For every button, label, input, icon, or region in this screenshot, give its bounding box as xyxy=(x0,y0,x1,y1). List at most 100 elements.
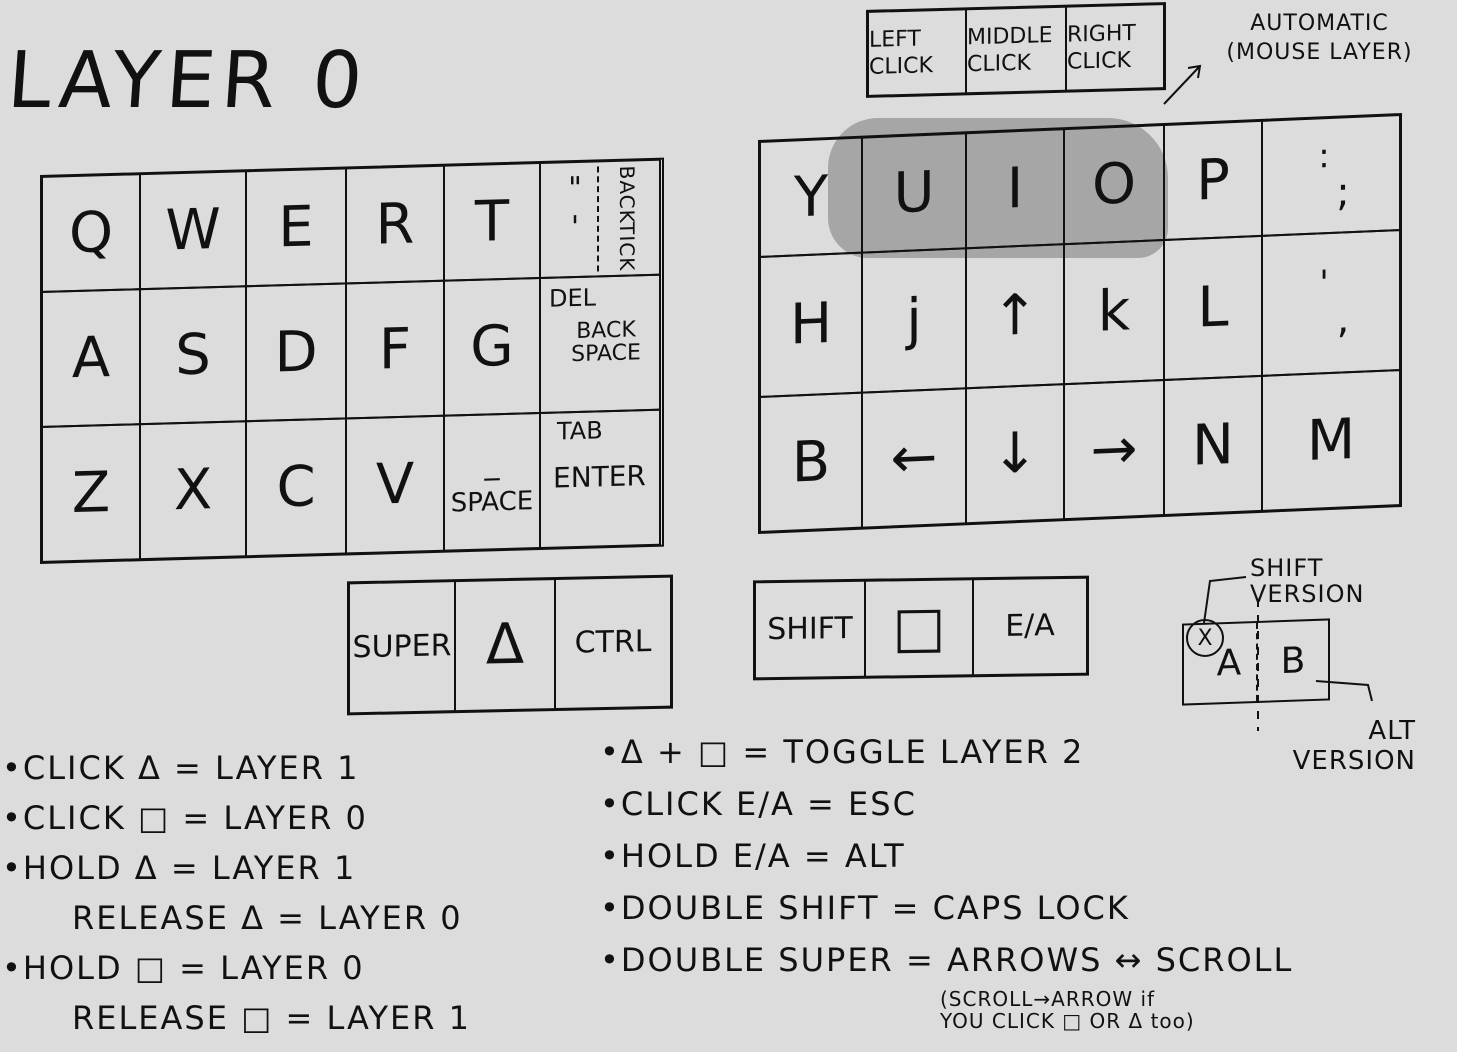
note-line: •CLICK Δ = LAYER 1 xyxy=(2,749,360,787)
key-a: A xyxy=(41,288,141,428)
key-square: □ xyxy=(864,578,974,678)
key-super: SUPER xyxy=(348,580,456,715)
triangle-icon: Δ xyxy=(485,611,525,678)
key-label: P xyxy=(1196,146,1230,214)
page-title: LAYER 0 xyxy=(4,36,372,126)
left-thumb-cluster: SUPER Δ CTRL xyxy=(347,574,673,716)
key-label: R xyxy=(375,191,415,258)
up-arrow-icon: ↑ xyxy=(991,282,1039,350)
key-label: E xyxy=(278,193,314,260)
key-label: O xyxy=(1091,150,1137,218)
note-line: •CLICK □ = LAYER 0 xyxy=(2,799,368,837)
backtick-label: BACKTICK xyxy=(615,164,639,272)
arrow-icon xyxy=(1163,64,1202,105)
alt-version-label: ALT VERSION xyxy=(1292,716,1416,776)
key-label: Y xyxy=(793,163,829,230)
right-click-key: RIGHT CLICK xyxy=(1065,3,1165,92)
key-label: Z xyxy=(71,459,111,526)
key-label: S xyxy=(175,321,211,388)
key-label: L xyxy=(1197,274,1229,341)
key-tab-enter: TAB ENTER xyxy=(539,408,661,550)
key-label: M xyxy=(1306,406,1356,474)
key-l: L xyxy=(1163,234,1263,382)
key-right-arrow: → xyxy=(1063,378,1165,521)
key-label: k xyxy=(1097,278,1131,345)
note-line: RELEASE □ = LAYER 1 xyxy=(72,999,471,1037)
note-line: •HOLD E/A = ALT xyxy=(600,837,906,875)
key-label: W xyxy=(165,196,221,263)
key-v: V xyxy=(345,414,445,555)
key-label: E/A xyxy=(1005,608,1055,644)
right-arrow-icon: → xyxy=(1090,415,1138,483)
key-left-arrow: ← xyxy=(861,387,967,529)
key-quote-backtick: " ' BACKTICK xyxy=(539,158,661,280)
key-label: G xyxy=(470,313,514,380)
key-esc-alt: E/A xyxy=(972,576,1088,677)
mouse-buttons: LEFT CLICK MIDDLE CLICK RIGHT CLICK xyxy=(866,2,1166,98)
note-line: •Δ + □ = TOGGLE LAYER 2 xyxy=(600,733,1085,771)
square-icon: □ xyxy=(892,594,946,661)
key-label: j xyxy=(906,287,922,353)
scroll-note: (SCROLL→ARROW if YOU CLICK □ OR Δ too) xyxy=(940,988,1195,1032)
key-m: M xyxy=(1261,369,1401,512)
legend-right-label: B xyxy=(1280,639,1306,682)
note-line: •DOUBLE SHIFT = CAPS LOCK xyxy=(600,889,1130,927)
key-p: P xyxy=(1163,119,1263,242)
colon-label: : xyxy=(1318,135,1330,177)
key-u: U xyxy=(861,132,967,254)
key-z: Z xyxy=(41,423,141,563)
key-label: T xyxy=(474,188,510,255)
mouse-layer-label: AUTOMATIC (MOUSE LAYER) xyxy=(1226,11,1413,65)
legend-connector-lines xyxy=(1203,576,1373,731)
scroll-note-line: (SCROLL→ARROW if xyxy=(940,987,1156,1011)
mouse-layer-highlight xyxy=(828,118,1168,258)
key-underscore-space: _ SPACE xyxy=(443,412,541,552)
enter-label: ENTER xyxy=(553,459,646,495)
key-w: W xyxy=(139,170,247,291)
key-label: RIGHT CLICK xyxy=(1067,20,1136,75)
key-label: N xyxy=(1192,411,1234,479)
shift-version-label: SHIFT VERSION xyxy=(1250,554,1365,609)
key-c: C xyxy=(245,417,347,558)
key-label: MIDDLE CLICK xyxy=(967,22,1053,78)
left-key-grid: Q W E R T " ' BACKTICK A S D F G DEL BAC… xyxy=(40,157,664,564)
key-y: Y xyxy=(759,136,863,258)
key-down-arrow: ↓ xyxy=(965,383,1065,525)
key-del-backspace: DEL BACK SPACE xyxy=(539,273,661,415)
key-h: H xyxy=(759,251,863,398)
middle-click-key: MIDDLE CLICK xyxy=(965,5,1067,95)
key-ctrl: CTRL xyxy=(554,575,672,711)
legend: SHIFT VERSION A B X ALT VERSION xyxy=(1180,555,1440,795)
key-b: B xyxy=(759,391,863,533)
space-label: SPACE xyxy=(450,486,534,519)
key-k: k xyxy=(1063,238,1165,386)
key-label: V xyxy=(375,451,415,518)
backspace-label: BACK SPACE xyxy=(571,317,641,368)
note-line: •CLICK E/A = ESC xyxy=(600,785,917,823)
note-line: RELEASE Δ = LAYER 0 xyxy=(72,899,463,937)
key-f: F xyxy=(345,279,445,420)
key-label: Q xyxy=(68,199,114,266)
key-label: A xyxy=(71,324,111,391)
note-line: •DOUBLE SUPER = ARROWS ↔ SCROLL xyxy=(600,941,1294,979)
left-click-key: LEFT CLICK xyxy=(867,8,967,97)
key-label: X xyxy=(173,456,213,523)
notes-right: •Δ + □ = TOGGLE LAYER 2 •CLICK E/A = ESC… xyxy=(600,736,1293,996)
key-shift: SHIFT xyxy=(754,579,866,680)
key-e: E xyxy=(245,167,347,288)
key-r: R xyxy=(345,164,445,285)
double-quote-label: " xyxy=(568,170,582,207)
key-q: Q xyxy=(41,173,141,293)
note-line: •HOLD □ = LAYER 0 xyxy=(2,949,365,987)
key-label: D xyxy=(274,318,318,385)
semicolon-label: ; xyxy=(1336,168,1350,216)
key-label: LEFT CLICK xyxy=(869,25,933,80)
key-o: O xyxy=(1063,123,1165,246)
key-t: T xyxy=(443,162,541,282)
key-x: X xyxy=(139,420,247,561)
scroll-note-line: YOU CLICK □ OR Δ too) xyxy=(940,1009,1195,1033)
notes-left: •CLICK Δ = LAYER 1 •CLICK □ = LAYER 0 •H… xyxy=(2,752,471,1052)
legend-right-cell: B xyxy=(1256,620,1328,701)
comma-label: , xyxy=(1336,296,1350,343)
key-up-arrow: ↑ xyxy=(965,243,1065,390)
